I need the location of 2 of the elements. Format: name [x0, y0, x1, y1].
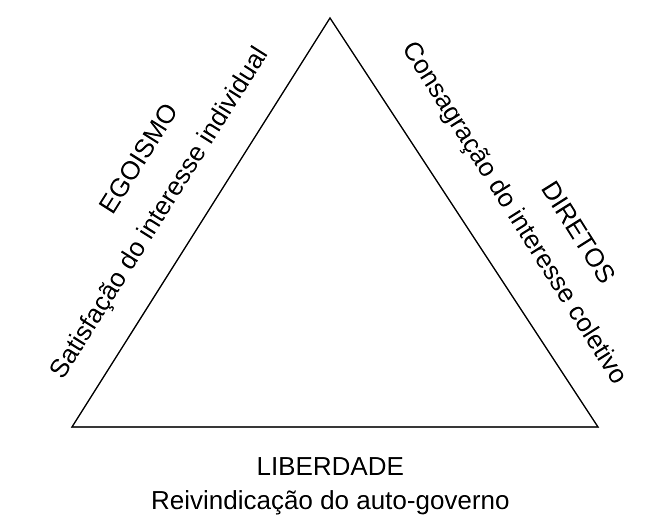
description-text: Reivindicação do auto-governo [151, 487, 510, 513]
heading-label: LIBERDADE [256, 453, 404, 479]
